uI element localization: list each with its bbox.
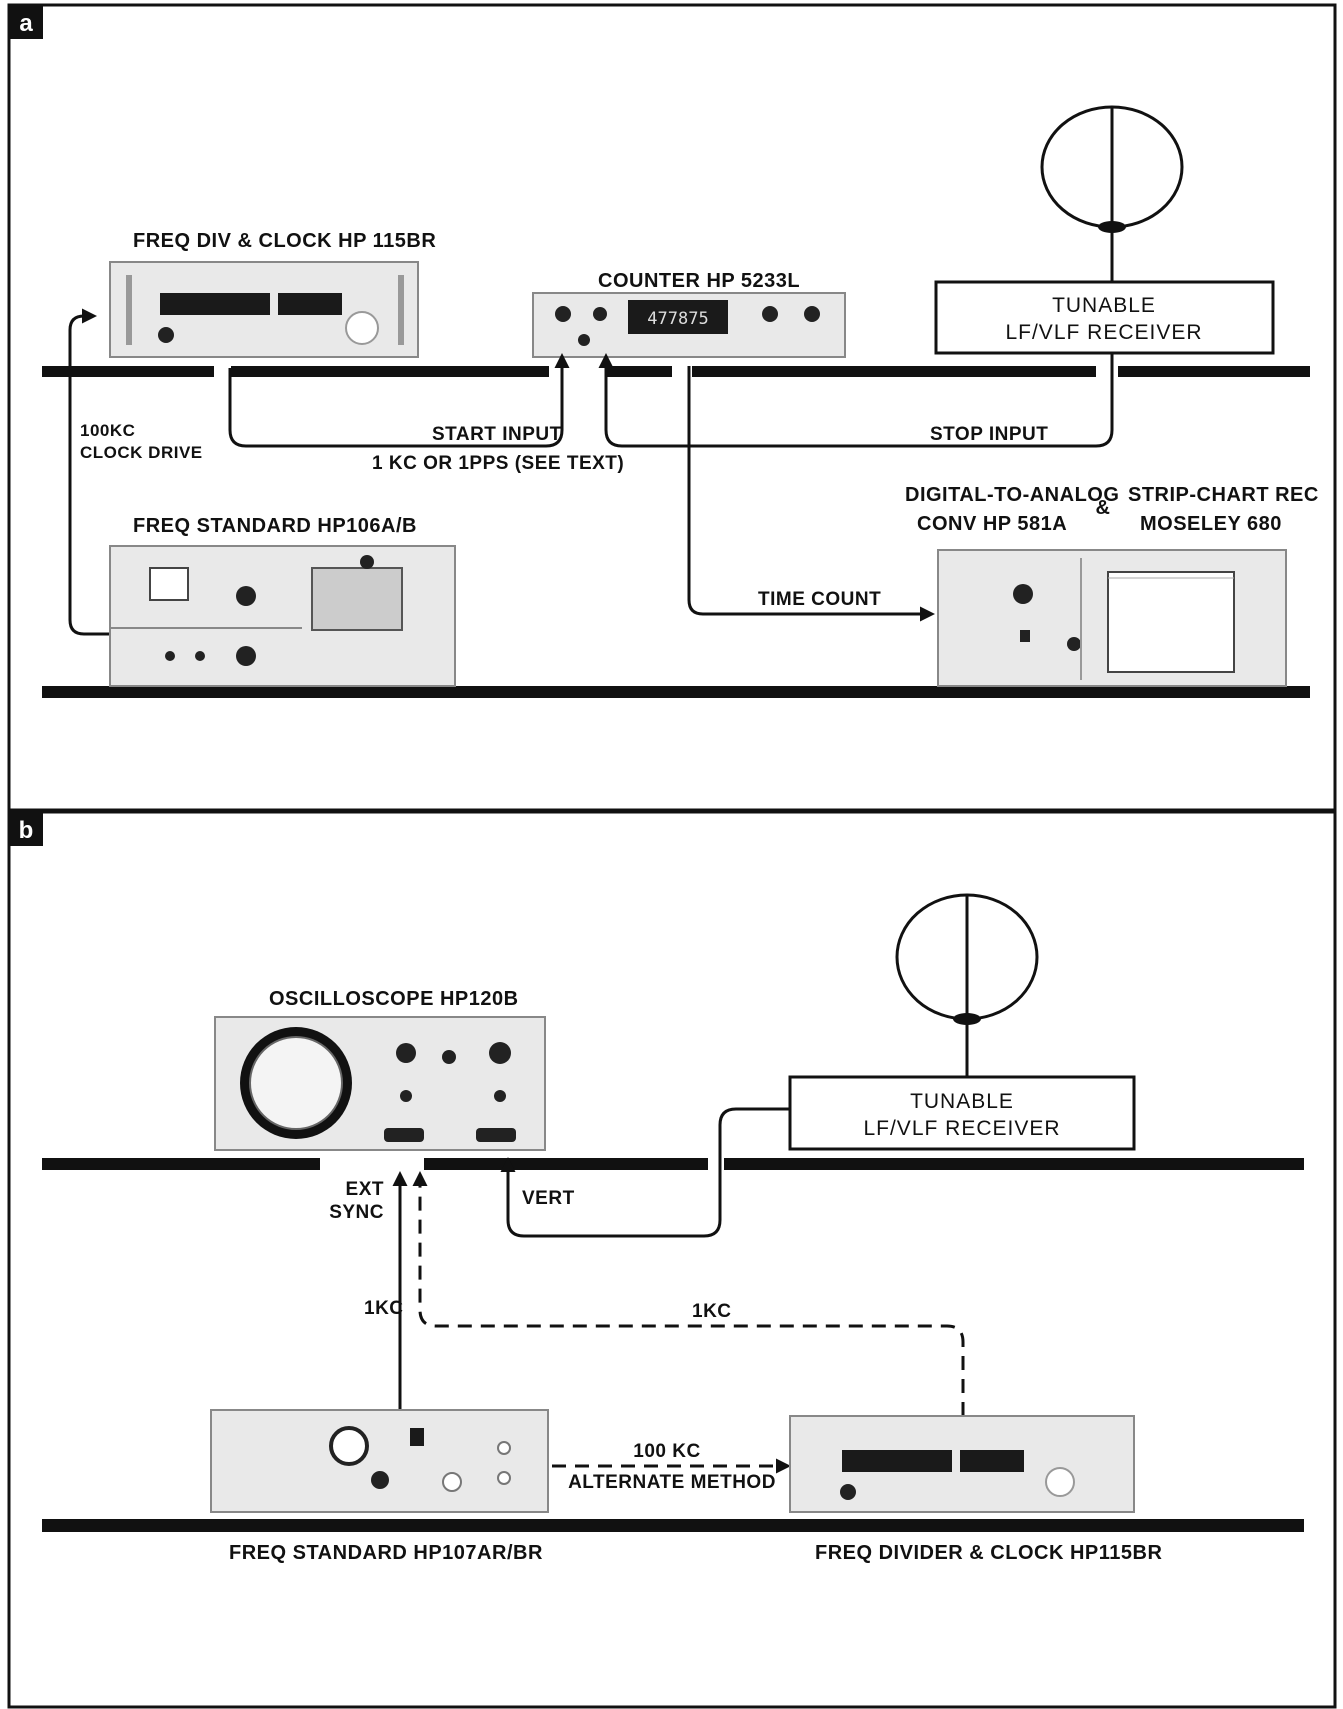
start-input-label: START INPUT [432, 424, 562, 445]
receiver-b-line2: LF/VLF RECEIVER [863, 1117, 1060, 1140]
start-input-note: 1 KC OR 1PPS (SEE TEXT) [372, 453, 624, 474]
receiver-b-box [788, 1075, 1136, 1151]
shelf-a-top-2 [231, 366, 549, 377]
receiver-a-box [934, 280, 1275, 355]
clock-drive-wire [68, 308, 110, 636]
shelf-a-top-4 [692, 366, 1096, 377]
freq-standard-b-label: FREQ STANDARD HP107AR/BR [229, 1542, 543, 1564]
start-input-wire [228, 353, 570, 448]
receiver-a-line2: LF/VLF RECEIVER [1005, 321, 1202, 344]
dac-label-2: CONV HP 581A [917, 513, 1067, 535]
counter-display: 477875 [647, 309, 708, 329]
oscilloscope-instrument [214, 1016, 546, 1151]
freq-standard-b-instrument [210, 1409, 549, 1513]
vert-wire [500, 1107, 790, 1238]
freq-standard-a-label: FREQ STANDARD HP106A/B [133, 515, 417, 537]
shelf-b-top-3 [724, 1158, 1304, 1170]
freq-div-clock-label: FREQ DIV & CLOCK HP 115BR [133, 230, 436, 252]
panel-a: a FREQ DIV & CLOCK HP 115BR 477875 [7, 3, 1337, 812]
clock-drive-label-1: 100KC [80, 421, 135, 440]
loop-antenna-a-icon [1040, 105, 1184, 282]
panel-b: b OSCILLOSCOPE HP120B TUNABLE LF [7, 810, 1337, 1709]
shelf-a-bottom [42, 686, 1310, 698]
clock-drive-label-2: CLOCK DRIVE [80, 443, 203, 462]
freq-divider-clock-b-label: FREQ DIVIDER & CLOCK HP115BR [815, 1542, 1162, 1564]
panel-b-tag: b [19, 817, 34, 844]
recorder-label-1: STRIP-CHART REC [1128, 484, 1319, 506]
one-kc-dashed-label: 1KC [692, 1301, 732, 1322]
shelf-a-top-3 [606, 366, 672, 377]
recorder-label-2: MOSELEY 680 [1140, 513, 1282, 535]
loop-antenna-b-icon [895, 893, 1039, 1077]
oscilloscope-label: OSCILLOSCOPE HP120B [269, 988, 519, 1010]
ext-sync-label-2: SYNC [329, 1202, 384, 1223]
shelf-b-top-2 [424, 1158, 708, 1170]
one-kc-solid-label: 1KC [364, 1298, 404, 1319]
counter-instrument: 477875 [532, 292, 846, 358]
panel-a-tag: a [19, 10, 33, 37]
ampersand-label: & [1096, 497, 1111, 519]
receiver-b-line1: TUNABLE [910, 1090, 1014, 1113]
dac-label-1: DIGITAL-TO-ANALOG [905, 484, 1119, 506]
panel-b-tag-box [9, 812, 43, 846]
dac-recorder-instrument [937, 549, 1287, 687]
shelf-a-top-5 [1118, 366, 1310, 377]
time-count-label: TIME COUNT [758, 589, 881, 610]
panel-a-tag-box [9, 5, 43, 39]
shelf-b-bottom [42, 1519, 1304, 1532]
ext-sync-label-1: EXT [346, 1179, 384, 1200]
counter-label: COUNTER HP 5233L [598, 270, 800, 292]
time-count-wire [687, 366, 935, 622]
freq-divider-clock-b-instrument [789, 1415, 1135, 1513]
stop-input-wire [598, 353, 1114, 448]
freq-standard-a-instrument [109, 545, 456, 687]
receiver-a-line1: TUNABLE [1052, 294, 1156, 317]
freq-div-clock-instrument [109, 261, 419, 358]
stop-input-label: STOP INPUT [930, 424, 1048, 445]
panel-b-frame [7, 810, 1337, 1709]
shelf-b-top-1 [42, 1158, 320, 1170]
one-kc-dashed-wire [412, 1171, 965, 1416]
shelf-a-top-1b [86, 366, 214, 377]
vert-label: VERT [522, 1188, 575, 1209]
hundred-kc-label: 100 KC [633, 1441, 700, 1462]
alternate-method-label: ALTERNATE METHOD [568, 1472, 776, 1493]
